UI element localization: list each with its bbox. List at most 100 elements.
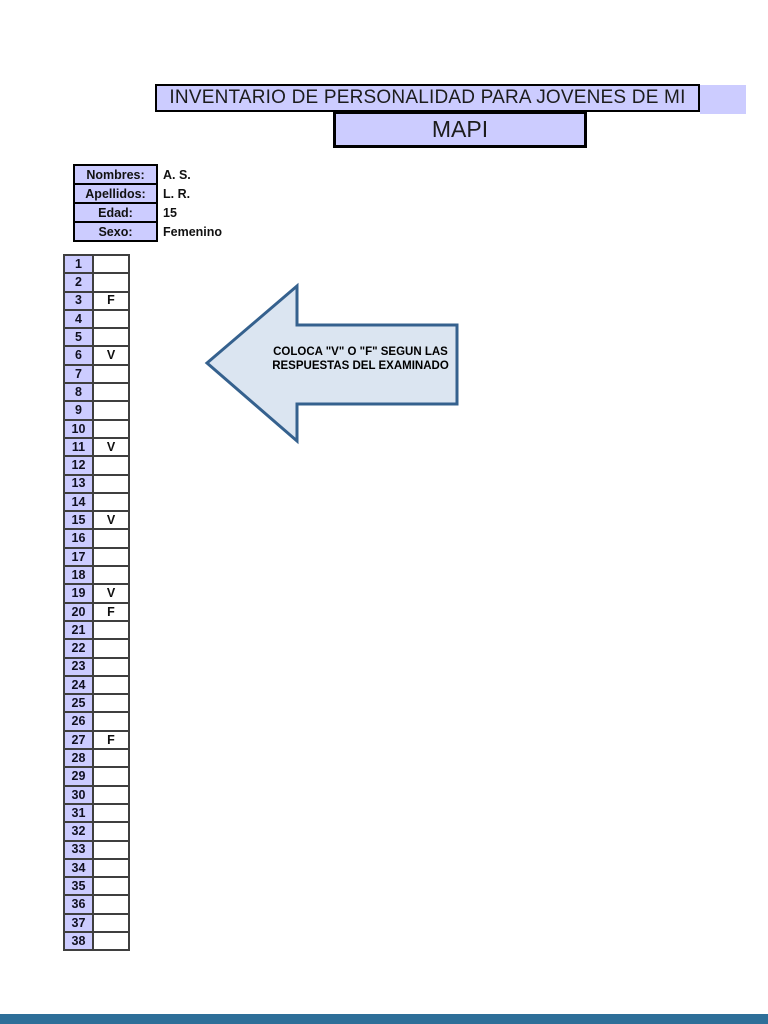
answer-value-cell[interactable] <box>92 693 130 714</box>
item-number-cell: 13 <box>63 473 94 494</box>
answer-value-cell[interactable] <box>92 857 130 879</box>
answer-row: 29 <box>63 766 130 787</box>
item-number-cell: 9 <box>63 400 94 421</box>
answer-value-cell[interactable] <box>92 747 130 769</box>
answer-value-cell[interactable] <box>92 766 130 787</box>
info-label: Edad: <box>73 202 158 223</box>
answer-row: 12 <box>63 455 130 476</box>
item-number-cell: 2 <box>63 272 94 293</box>
info-label: Nombres: <box>73 164 158 185</box>
item-number-cell: 11 <box>63 436 94 458</box>
answer-value-cell[interactable] <box>92 491 130 513</box>
info-value-field[interactable]: A. S. <box>156 164 286 185</box>
answer-value-cell[interactable] <box>92 455 130 476</box>
answer-row: 31 <box>63 802 130 824</box>
answer-row: 9 <box>63 400 130 421</box>
answer-row: 1 <box>63 253 130 275</box>
answer-row: 5 <box>63 327 130 348</box>
answer-value-cell[interactable] <box>92 876 130 897</box>
answer-value-cell[interactable] <box>92 674 130 696</box>
answer-value-cell[interactable] <box>92 711 130 732</box>
info-value-field[interactable]: L. R. <box>156 183 286 204</box>
answer-value-cell[interactable]: F <box>92 601 130 622</box>
answer-row: 34 <box>63 857 130 879</box>
answer-value-cell[interactable] <box>92 656 130 677</box>
answer-value-cell[interactable] <box>92 473 130 494</box>
info-row: Sexo:Femenino <box>73 221 286 242</box>
answer-row: 17 <box>63 546 130 568</box>
item-number-cell: 10 <box>63 418 94 439</box>
info-label: Sexo: <box>73 221 158 242</box>
answer-row: 4 <box>63 308 130 330</box>
answer-value-cell[interactable] <box>92 546 130 568</box>
answer-row: 32 <box>63 821 130 842</box>
info-value-field[interactable]: Femenino <box>156 221 286 242</box>
answer-value-cell[interactable] <box>92 308 130 330</box>
answer-value-cell[interactable]: F <box>92 290 130 311</box>
answer-row: 16 <box>63 528 130 549</box>
answer-value-cell[interactable] <box>92 253 130 275</box>
answer-value-cell[interactable] <box>92 363 130 385</box>
answer-row: 23 <box>63 656 130 677</box>
item-number-cell: 32 <box>63 821 94 842</box>
answer-value-cell[interactable] <box>92 619 130 641</box>
answer-value-cell[interactable] <box>92 894 130 915</box>
answer-row: 21 <box>63 619 130 641</box>
item-number-cell: 33 <box>63 839 94 860</box>
item-number-cell: 38 <box>63 930 94 952</box>
answer-value-cell[interactable] <box>92 272 130 293</box>
answer-value-cell[interactable] <box>92 638 130 659</box>
item-number-cell: 37 <box>63 912 94 934</box>
answer-row: 8 <box>63 382 130 403</box>
answer-value-cell[interactable] <box>92 327 130 348</box>
answer-value-cell[interactable]: V <box>92 345 130 366</box>
item-number-cell: 35 <box>63 876 94 897</box>
answer-value-cell[interactable]: V <box>92 436 130 458</box>
answer-row: 35 <box>63 876 130 897</box>
answer-row: 37 <box>63 912 130 934</box>
answer-value-cell[interactable] <box>92 528 130 549</box>
answer-value-cell[interactable] <box>92 418 130 439</box>
answer-value-cell[interactable] <box>92 821 130 842</box>
answer-row: 38 <box>63 930 130 952</box>
info-label: Apellidos: <box>73 183 158 204</box>
answer-value-cell[interactable] <box>92 565 130 586</box>
answer-value-cell[interactable] <box>92 839 130 860</box>
item-number-cell: 17 <box>63 546 94 568</box>
next-page-edge <box>0 1014 768 1024</box>
item-number-cell: 7 <box>63 363 94 385</box>
item-number-cell: 1 <box>63 253 94 275</box>
answer-value-cell[interactable] <box>92 400 130 421</box>
answer-value-cell[interactable] <box>92 930 130 952</box>
answer-value-cell[interactable] <box>92 802 130 824</box>
item-number-cell: 24 <box>63 674 94 696</box>
answer-value-cell[interactable]: F <box>92 729 130 751</box>
item-number-cell: 36 <box>63 894 94 915</box>
info-value-field[interactable]: 15 <box>156 202 286 223</box>
answer-value-cell[interactable]: V <box>92 510 130 531</box>
instruction-line-2: RESPUESTAS DEL EXAMINADO <box>272 359 449 372</box>
title-banner: INVENTARIO DE PERSONALIDAD PARA JOVENES … <box>155 84 700 112</box>
instruction-arrow <box>200 280 462 448</box>
item-number-cell: 21 <box>63 619 94 641</box>
item-number-cell: 30 <box>63 784 94 805</box>
item-number-cell: 12 <box>63 455 94 476</box>
item-number-cell: 4 <box>63 308 94 330</box>
answer-row: 24 <box>63 674 130 696</box>
answer-row: 13 <box>63 473 130 494</box>
answer-value-cell[interactable] <box>92 382 130 403</box>
answer-value-cell[interactable] <box>92 784 130 805</box>
answer-value-cell[interactable]: V <box>92 583 130 604</box>
item-number-cell: 6 <box>63 345 94 366</box>
answer-row: 36 <box>63 894 130 915</box>
item-number-cell: 14 <box>63 491 94 513</box>
answer-value-cell[interactable] <box>92 912 130 934</box>
